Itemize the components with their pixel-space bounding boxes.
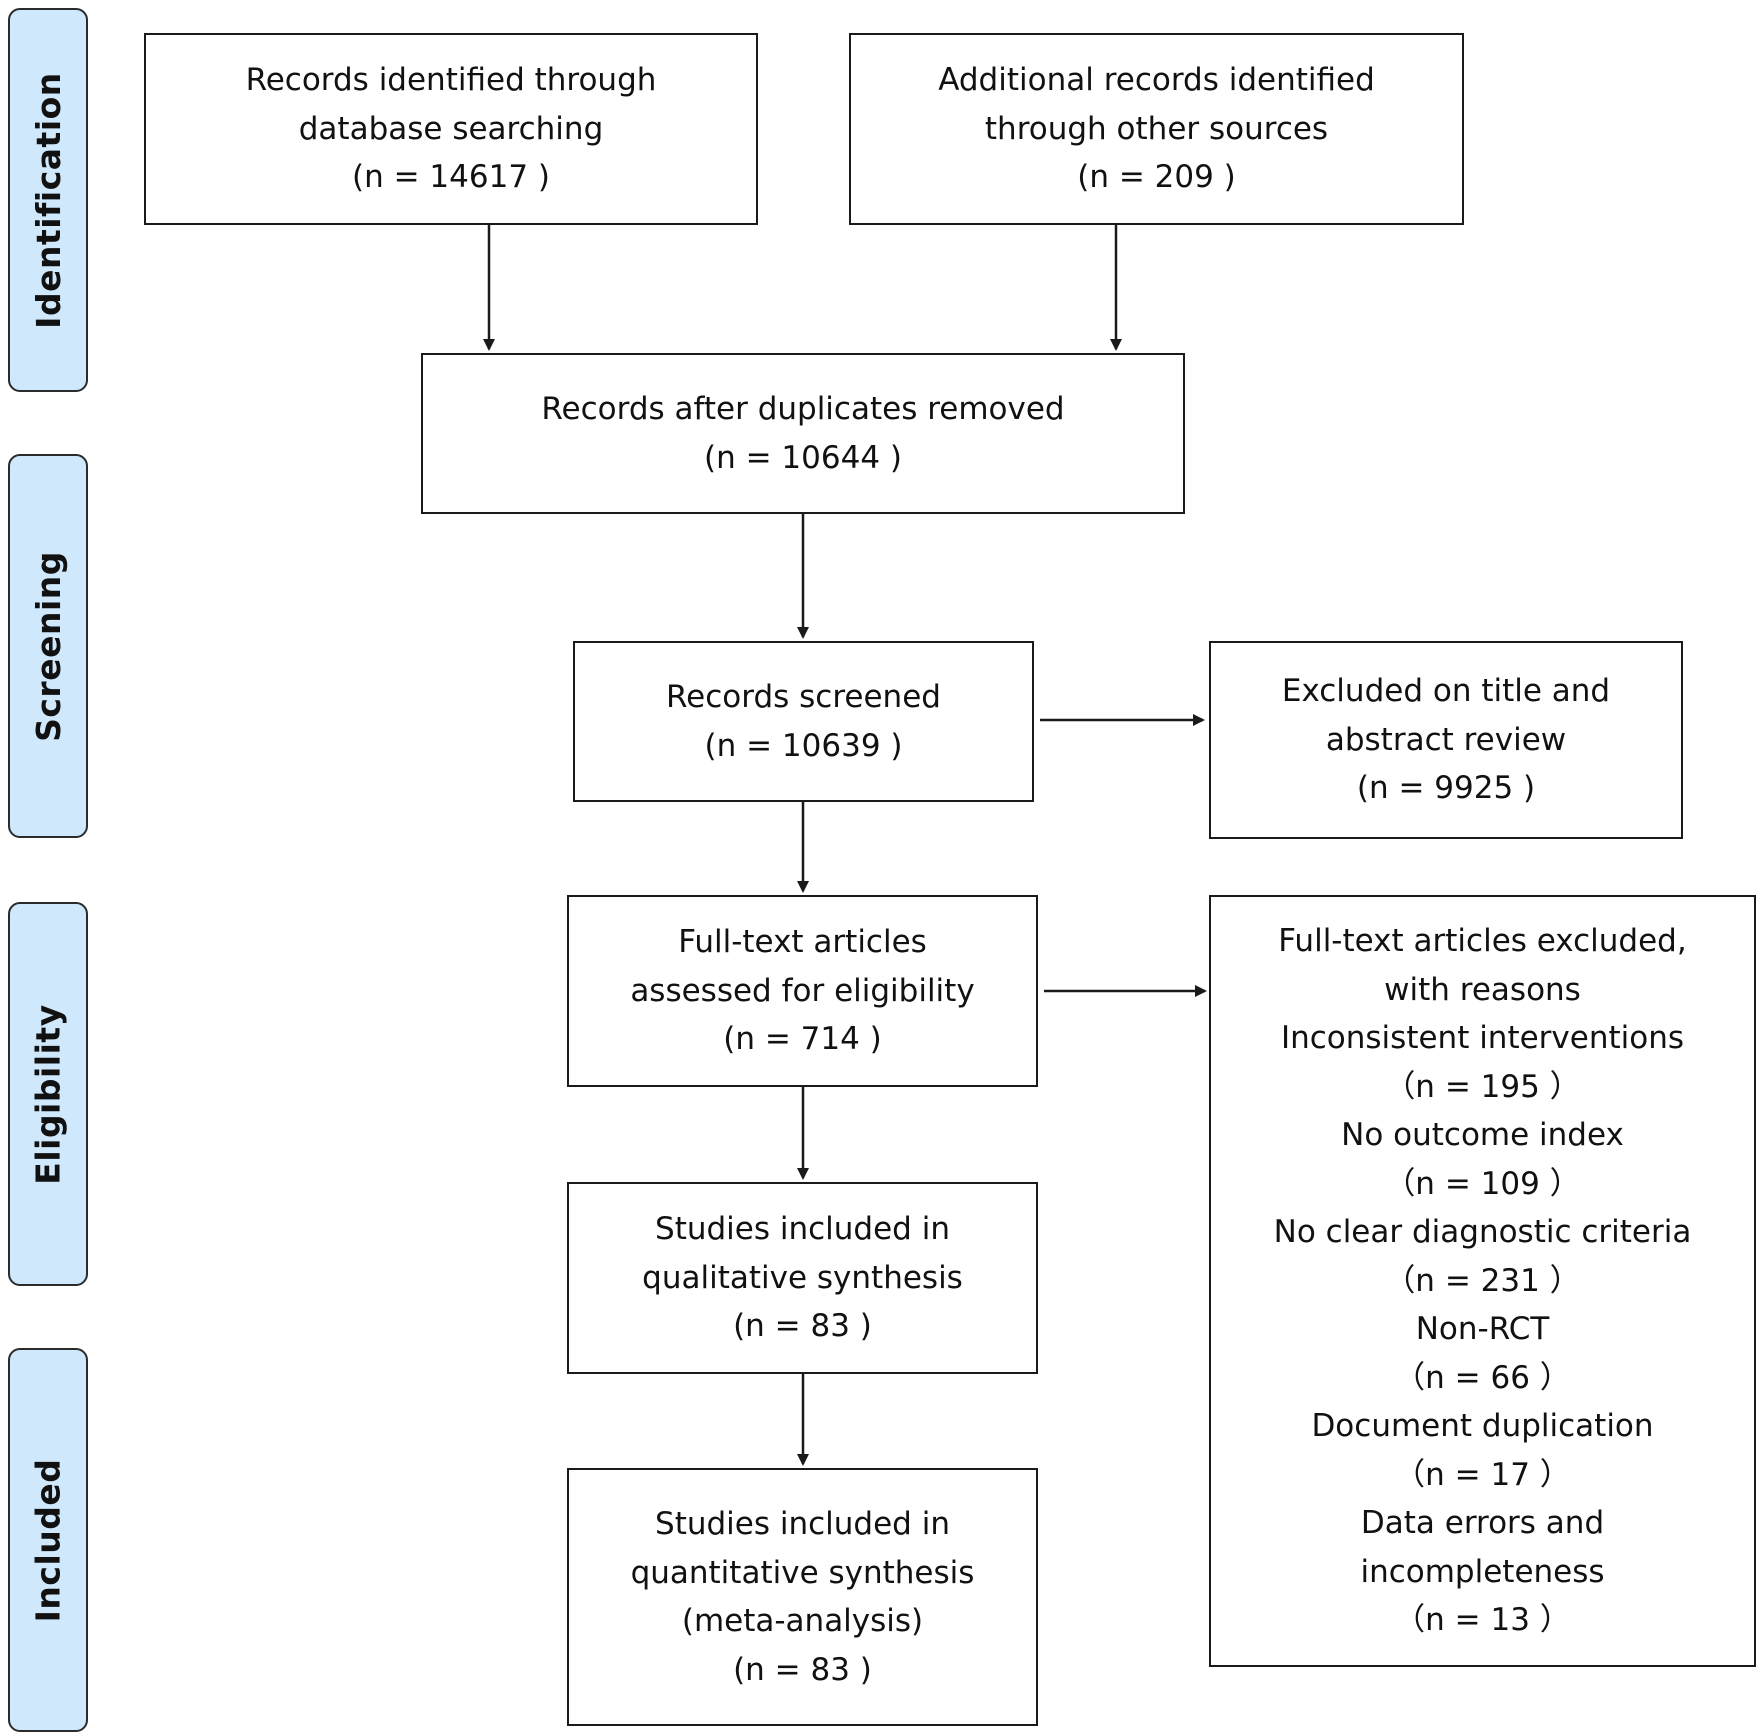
quantitative-line3: (meta-analysis) [681,1603,924,1639]
box-screened: Records screened (n = 10639 ) [573,641,1034,802]
box-excluded-title: Excluded on title and abstract review (n… [1209,641,1683,839]
qualitative-line2: qualitative synthesis [642,1259,963,1296]
box-qualitative: Studies included in qualitative synthesi… [567,1182,1038,1374]
excluded-title-line1: Excluded on title and [1281,673,1611,710]
fulltext-assessed-line1: Full-text articles [678,924,927,961]
reason-label-continued: incompleteness [1360,1553,1605,1590]
reason-count: （n = 231 ） [1384,1262,1581,1299]
reason-count: （n = 66 ） [1394,1359,1571,1396]
fulltext-assessed-line2: assessed for eligibility [630,972,975,1009]
reason-label: No clear diagnostic criteria [1273,1214,1692,1251]
other-records-count: (n = 209 ) [1077,159,1236,196]
quantitative-count: (n = 83 ) [733,1651,872,1688]
reason-label: Data errors and [1360,1505,1605,1542]
quantitative-line2: quantitative synthesis [630,1554,975,1591]
reason-label: No outcome index [1341,1117,1624,1154]
screened-count: (n = 10639 ) [704,727,903,764]
fulltext-excluded-line1: Full-text articles excluded, [1278,923,1687,960]
box-database-records: Records identified through database sear… [144,33,758,225]
after-duplicates-line1: Records after duplicates removed [541,391,1065,427]
other-records-line1: Additional records identified [938,62,1375,99]
excluded-title-count: (n = 9925 ) [1356,770,1536,807]
stage-screening: Screening [8,454,88,838]
reason-count: （n = 195 ） [1384,1068,1581,1105]
box-other-records: Additional records identified through ot… [849,33,1464,225]
fulltext-excluded-line2: with reasons [1384,971,1581,1008]
reason-label: Non-RCT [1415,1311,1550,1348]
database-records-line2: database searching [298,110,604,147]
reason-count: （n = 13 ） [1394,1602,1571,1639]
reason-count: （n = 109 ） [1384,1165,1581,1202]
qualitative-count: (n = 83 ) [733,1308,872,1345]
reason-label: Inconsistent interventions [1280,1020,1685,1057]
fulltext-assessed-count: (n = 714 ) [723,1021,882,1058]
excluded-title-line2: abstract review [1325,721,1567,758]
other-records-line2: through other sources [984,110,1329,147]
box-quantitative: Studies included in quantitative synthes… [567,1468,1038,1726]
stage-included: Included [8,1348,88,1732]
box-fulltext-excluded: Full-text articles excluded, with reason… [1209,895,1756,1667]
database-records-line1: Records identified through [245,62,657,99]
stage-identification: Identification [8,8,88,392]
reason-label: Document duplication [1311,1408,1654,1445]
after-duplicates-count: (n = 10644 ) [704,439,902,476]
screened-line1: Records screened [666,679,941,715]
stage-eligibility: Eligibility [8,902,88,1286]
database-records-count: (n = 14617 ) [352,159,550,196]
qualitative-line1: Studies included in [655,1211,950,1248]
quantitative-line1: Studies included in [655,1506,950,1542]
reason-count: （n = 17 ） [1394,1456,1571,1493]
box-fulltext-assessed: Full-text articles assessed for eligibil… [567,895,1038,1087]
box-after-duplicates: Records after duplicates removed (n = 10… [421,353,1185,514]
